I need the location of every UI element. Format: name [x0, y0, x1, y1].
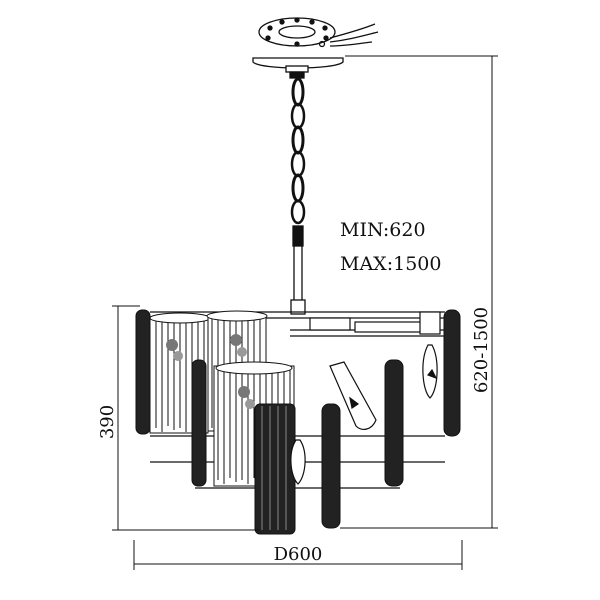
center-rod [290, 225, 306, 315]
max-length-label: MAX:1500 [340, 253, 441, 275]
dimension-lines [112, 55, 498, 570]
diameter-dimension: D600 [274, 544, 323, 565]
body-height-dimension: 390 [97, 405, 118, 439]
crystal-tubes-right [384, 309, 461, 487]
hanging-chain [290, 77, 306, 225]
min-length-label: MIN:620 [340, 219, 426, 241]
ceiling-canopy [258, 17, 379, 48]
candle-bulbs [290, 344, 438, 485]
height-range-dimension: 620-1500 [471, 307, 492, 393]
mounting-plate [252, 57, 344, 79]
